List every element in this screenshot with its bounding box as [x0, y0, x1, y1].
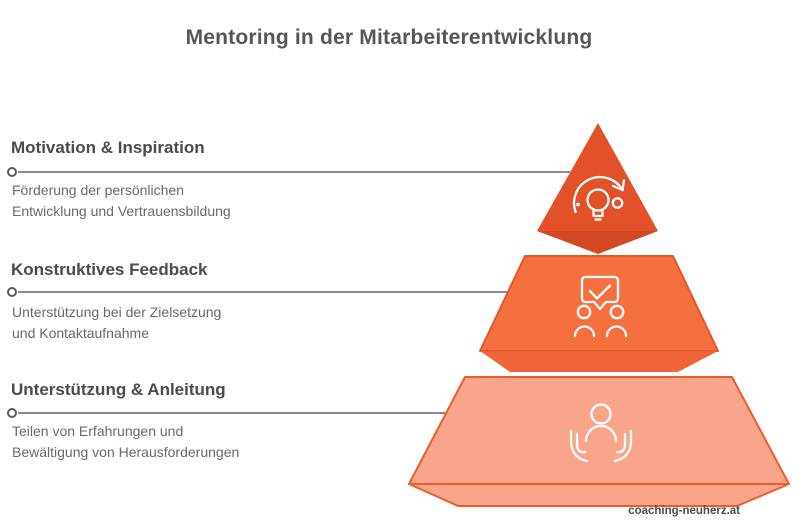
level-1-description: Förderung der persönlichen Entwicklung u… — [12, 180, 231, 222]
connector-level-1 — [7, 167, 570, 177]
connector-ring-icon — [7, 408, 17, 418]
idea-lightbulb-refresh-icon — [572, 175, 626, 221]
page-title: Mentoring in der Mitarbeiterentwicklung — [185, 26, 593, 49]
connector-level-2 — [7, 287, 508, 297]
pyramid-level-1-bottom-face — [537, 231, 658, 254]
pyramid-level-3-face — [408, 376, 790, 485]
description-line: Förderung der persönlichen — [12, 182, 184, 198]
feedback-check-people-icon — [573, 275, 628, 338]
pyramid-level-3-base — [408, 376, 790, 507]
description-line: Teilen von Erfahrungen und — [12, 423, 184, 439]
pyramid-level-2-face — [479, 255, 719, 352]
pyramid-level-1-peak — [537, 123, 658, 254]
description-line: Bewältigung von Herausforderungen — [12, 444, 240, 460]
level-1-heading: Motivation & Inspiration — [11, 138, 205, 157]
pyramid-level-2-tier — [479, 255, 719, 372]
hands-supporting-person-icon — [569, 403, 633, 463]
connector-ring-icon — [7, 167, 17, 177]
pyramid-level-2-bottom-face — [480, 351, 718, 372]
description-line: Unterstützung bei der Zielsetzung — [12, 304, 222, 320]
description-line: und Kontaktaufnahme — [12, 325, 149, 341]
level-3-description: Teilen von Erfahrungen und Bewältigung v… — [12, 421, 239, 463]
connector-level-3 — [7, 408, 447, 418]
description-line: Entwicklung und Vertrauensbildung — [12, 203, 231, 219]
level-2-heading: Konstruktives Feedback — [11, 260, 208, 279]
pyramid-level-3-bottom-face — [408, 483, 790, 507]
level-2-description: Unterstützung bei der Zielsetzung und Ko… — [12, 302, 221, 344]
watermark: coaching-neuherz.at — [628, 505, 740, 517]
level-3-heading: Unterstützung & Anleitung — [11, 380, 226, 399]
connector-ring-icon — [7, 287, 17, 297]
